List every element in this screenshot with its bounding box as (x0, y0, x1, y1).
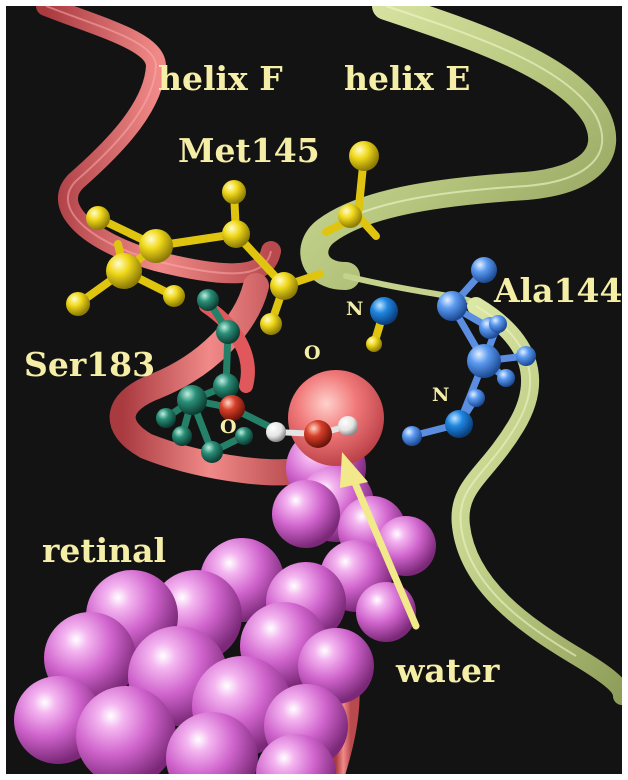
water-oxygen-label: O (304, 344, 321, 363)
helix-f-label: helix F (158, 62, 283, 95)
met145-nitrogen-label: N (346, 300, 363, 319)
met145-label: Met145 (178, 134, 320, 167)
ala144-nitrogen-label: N (432, 386, 449, 405)
water-label: water (396, 654, 499, 687)
helix-e-label: helix E (344, 62, 470, 95)
molecular-render (6, 6, 622, 774)
retinal-label: retinal (42, 534, 166, 567)
ala144-label: Ala144 (494, 274, 622, 307)
molecular-scene: helix F helix E Met145 Ala144 Ser183 ret… (6, 6, 622, 774)
ser183-label: Ser183 (24, 348, 155, 381)
ser183-oxygen-label: O (220, 418, 237, 437)
water-molecule (266, 370, 384, 466)
